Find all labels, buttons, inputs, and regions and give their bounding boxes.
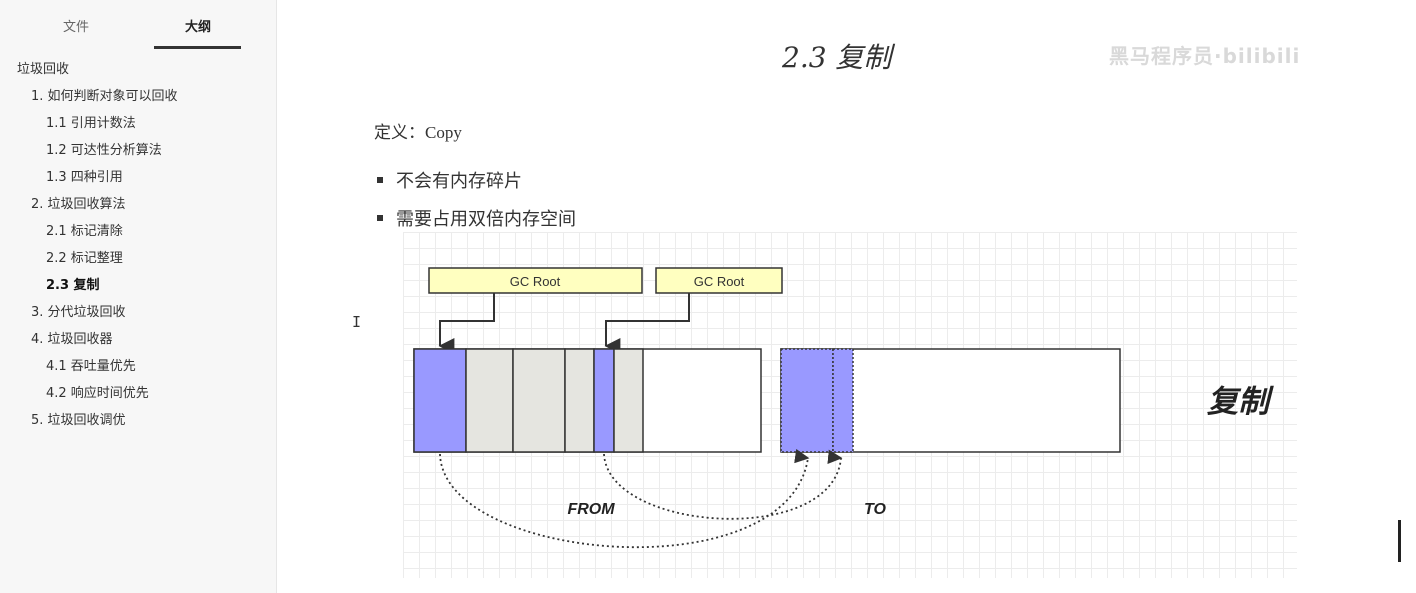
copy-algorithm-diagram: GC Root GC Root FROM TO <box>403 232 1297 578</box>
document-view: 2.3 复制 黑马程序员·bilibili 定义：Copy 不会有内存碎片 需要… <box>277 0 1397 593</box>
bullet-text: 需要占用双倍内存空间 <box>396 209 576 230</box>
definition-text: 定义：Copy <box>374 123 462 142</box>
gc-root-reference-arrow-2 <box>604 293 690 354</box>
to-label: TO <box>864 501 886 518</box>
outline-item[interactable]: 3. 分代垃圾回收 <box>31 305 126 320</box>
from-label: FROM <box>567 501 615 518</box>
outline-item[interactable]: 2.2 标记整理 <box>46 251 123 266</box>
outline-list: 垃圾回收 1. 如何判断对象可以回收 1.1 引用计数法 1.2 可达性分析算法 1.3… <box>0 58 276 436</box>
bullet-text: 不会有内存碎片 <box>396 171 522 192</box>
outline-item[interactable]: 4. 垃圾回收器 <box>31 332 113 347</box>
to-copied-object-2 <box>832 348 854 453</box>
text-cursor-icon: I <box>352 313 362 331</box>
to-copied-object-1 <box>780 348 834 453</box>
from-live-object-1 <box>413 348 467 453</box>
gc-root-box-2 <box>655 267 783 294</box>
gc-root-label-2: GC Root <box>694 274 745 289</box>
outline-item[interactable]: 4.1 吞吐量优先 <box>46 359 136 374</box>
copy-caption-text: 复制 <box>1207 384 1274 420</box>
outline-item[interactable]: 1.2 可达性分析算法 <box>46 143 162 158</box>
outline-item[interactable]: 2.1 标记清除 <box>46 224 123 239</box>
copy-arc-1 <box>439 448 810 549</box>
bullet-item: 不会有内存碎片 <box>377 167 522 193</box>
bullet-icon <box>377 215 383 221</box>
scrollbar-thumb[interactable] <box>1398 520 1401 562</box>
bullet-item: 需要占用双倍内存空间 <box>377 205 576 231</box>
gc-root-reference-arrow-1 <box>438 293 495 354</box>
diagram-canvas: GC Root GC Root FROM TO <box>413 267 1121 549</box>
outline-item[interactable]: 垃圾回收 <box>17 62 70 77</box>
outline-item[interactable]: 1. 如何判断对象可以回收 <box>31 89 178 104</box>
outline-item[interactable]: 5. 垃圾回收调优 <box>31 413 126 428</box>
from-garbage-object-3 <box>564 348 595 453</box>
sidebar: 文件 大纲 垃圾回收 1. 如何判断对象可以回收 1.1 引用计数法 1.2 可达性分… <box>0 0 277 593</box>
outline-item[interactable]: 2. 垃圾回收算法 <box>31 197 126 212</box>
from-garbage-object-1 <box>465 348 514 453</box>
bullet-icon <box>377 177 383 183</box>
from-garbage-object-2 <box>512 348 566 453</box>
scrollbar-track[interactable] <box>1397 0 1416 593</box>
copy-arc-2 <box>603 449 843 520</box>
section-title: 2.3 复制 <box>782 41 892 74</box>
video-watermark: 黑马程序员·bilibili <box>1109 44 1301 68</box>
gc-root-box-1 <box>428 267 643 294</box>
copy-caption: 复制 <box>1207 384 1274 420</box>
from-live-object-2 <box>593 348 615 453</box>
outline-item[interactable]: 1.1 引用计数法 <box>46 116 136 131</box>
tab-outline[interactable]: 大纲 <box>184 20 211 35</box>
from-garbage-object-4 <box>613 348 644 453</box>
outline-item[interactable]: 1.3 四种引用 <box>46 170 123 185</box>
outline-item[interactable]: 4.2 响应时间优先 <box>46 386 149 401</box>
active-tab-indicator <box>154 46 241 49</box>
tab-files[interactable]: 文件 <box>62 20 89 35</box>
gc-root-label-1: GC Root <box>510 274 561 289</box>
sidebar-tabs: 文件 大纲 <box>0 0 276 52</box>
outline-item[interactable]: 2.3 复制 <box>46 278 100 293</box>
